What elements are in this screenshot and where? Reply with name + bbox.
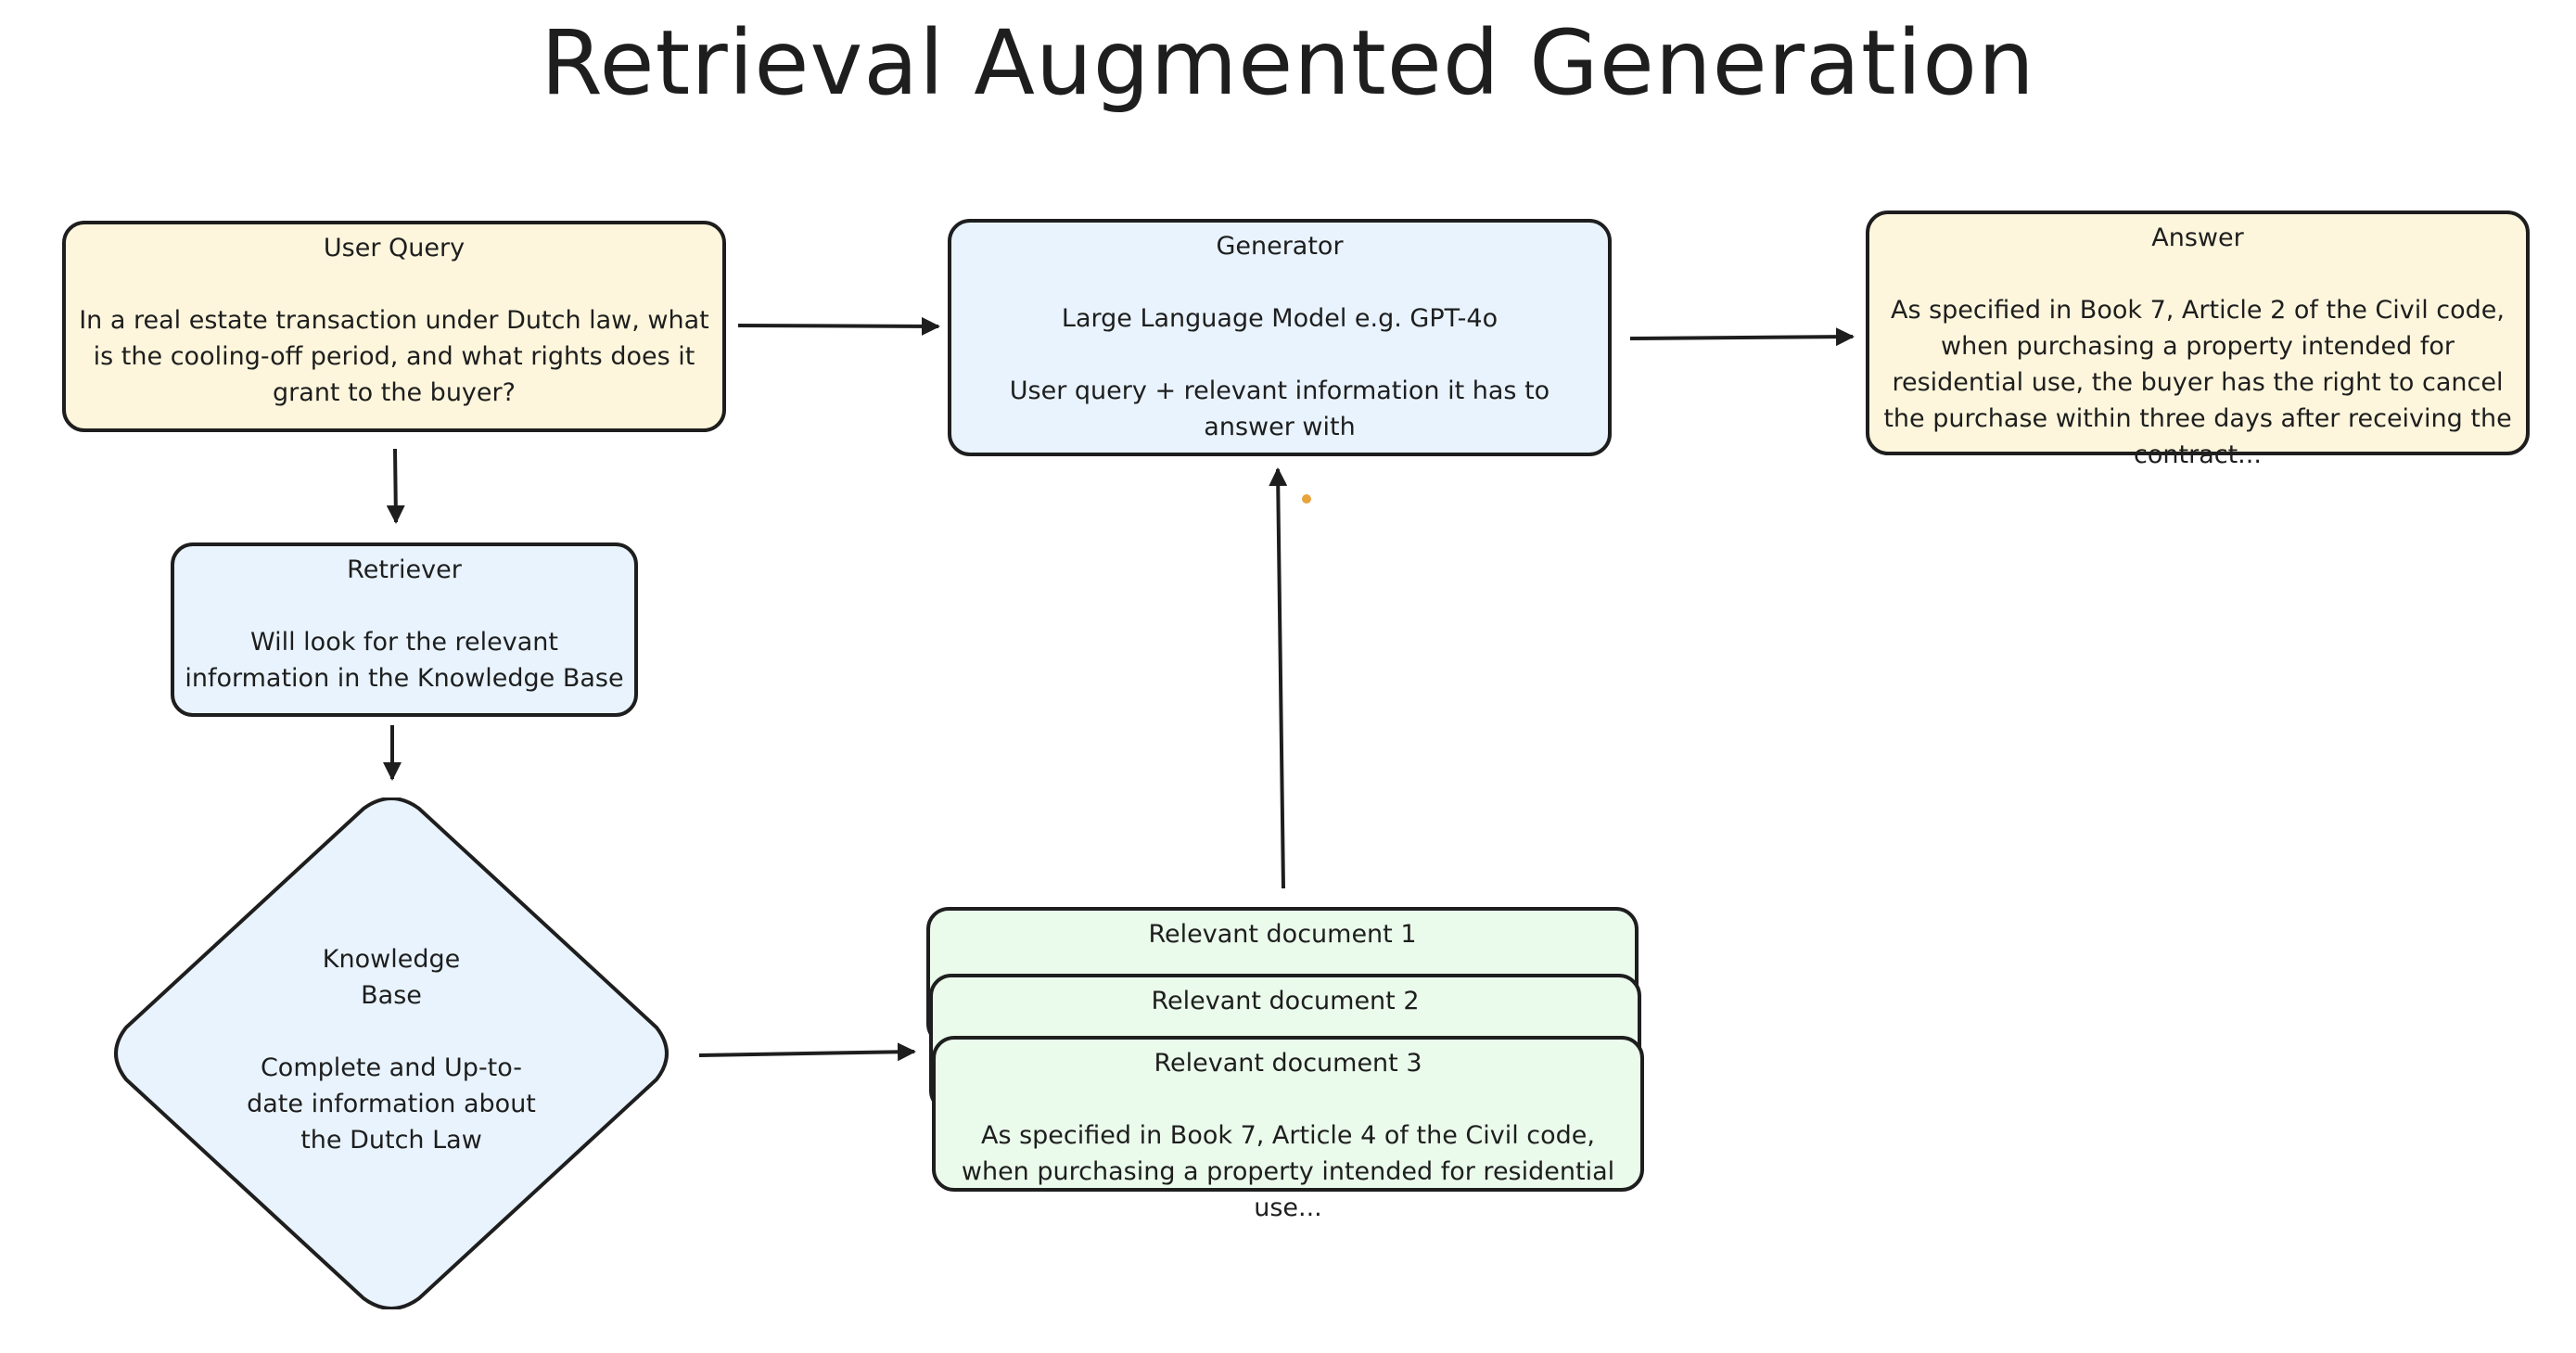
arrow-knowledge-base-to-documents: [698, 1042, 916, 1062]
user-query-heading: User Query: [323, 234, 465, 262]
retriever-heading: Retriever: [347, 555, 462, 584]
arrow-generator-to-answer: [1629, 327, 1855, 347]
relevant-document-3: Relevant document 3 As specified in Book…: [932, 1036, 1644, 1222]
knowledge-base-text-block: Knowledge Base Complete and Up-to-date i…: [243, 941, 540, 1158]
generator-model: Large Language Model e.g. GPT-4o: [1061, 304, 1498, 333]
user-query-text: In a real estate transaction under Dutch…: [79, 306, 709, 407]
generator-heading: Generator: [1216, 232, 1344, 261]
answer-heading: Answer: [2151, 223, 2244, 252]
stray-dot: [1302, 494, 1311, 504]
relevant-document-1-heading: Relevant document 1: [1148, 920, 1417, 949]
knowledge-base-heading-line1: Knowledge: [322, 945, 461, 974]
knowledge-base-heading-line2: Base: [361, 981, 422, 1010]
retriever-box: Retriever Will look for the relevant inf…: [171, 542, 638, 717]
arrow-query-to-retriever: [386, 448, 405, 524]
arrow-query-to-generator: [737, 316, 940, 336]
diagram-title: Retrieval Augmented Generation: [541, 11, 2035, 115]
relevant-document-3-heading: Relevant document 3: [1154, 1049, 1422, 1078]
knowledge-base-diamond: [114, 798, 669, 1309]
user-query-box: User Query In a real estate transaction …: [62, 221, 726, 432]
generator-box: Generator Large Language Model e.g. GPT-…: [948, 219, 1612, 456]
relevant-document-2-heading: Relevant document 2: [1151, 987, 1420, 1015]
arrow-documents-to-generator: [1269, 467, 1288, 889]
retriever-text: Will look for the relevant information i…: [185, 628, 624, 693]
answer-box: Answer As specified in Book 7, Article 2…: [1866, 211, 2530, 469]
knowledge-base-node: Knowledge Base Complete and Up-to-date i…: [108, 798, 675, 1309]
answer-text: As specified in Book 7, Article 2 of the…: [1883, 296, 2512, 469]
generator-input-description: User query + relevant information it has…: [1009, 377, 1550, 441]
relevant-document-3-text: As specified in Book 7, Article 4 of the…: [961, 1121, 1615, 1222]
knowledge-base-description: Complete and Up-to-date information abou…: [247, 1053, 536, 1155]
